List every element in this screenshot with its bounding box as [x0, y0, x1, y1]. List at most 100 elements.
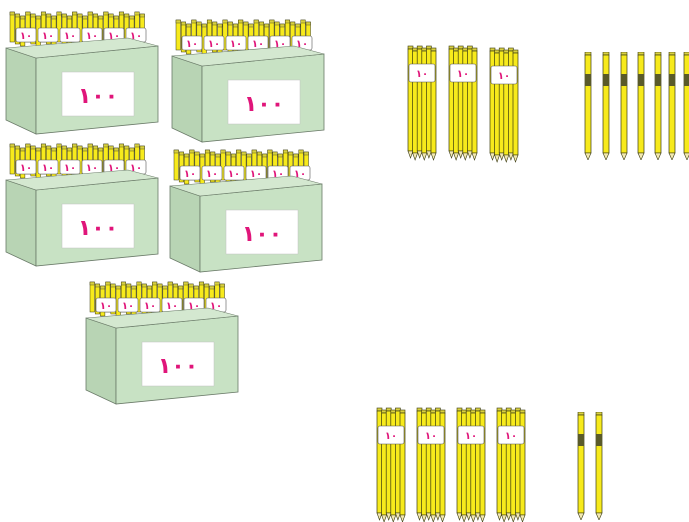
bundle-pencil [512, 49, 519, 163]
tens-bundle: ١٠ [414, 406, 448, 522]
bundle-pencil [407, 45, 414, 159]
tens-bundle: ١٠ [494, 406, 528, 522]
bundle-band: ١٠ [490, 65, 518, 85]
bundle-band: ١٠ [408, 63, 436, 83]
bundle-band-label: ١٠ [108, 31, 120, 42]
box-pencil [9, 143, 15, 175]
single-pencil [636, 51, 646, 161]
pencil-shape [683, 51, 689, 161]
bundle-band: ١٠ [223, 165, 245, 181]
box-label: ١٠٠ [242, 222, 282, 247]
bundle-band: ١٠ [245, 165, 267, 181]
box-rim [171, 45, 325, 67]
bundle-band-label: ١٠ [505, 431, 517, 442]
bundle-band-label: ١٠ [465, 431, 477, 442]
bundle-band-label: ١٠ [210, 301, 222, 312]
bundle-pencil [471, 47, 478, 161]
box-pencil [175, 19, 181, 51]
bundle-band-label: ١٠ [186, 39, 198, 50]
bundle-band: ١٠ [37, 27, 59, 43]
box-label-panel [225, 209, 299, 255]
bundle-band-label: ١٠ [416, 69, 428, 80]
bundle-band-label: ١٠ [144, 301, 156, 312]
box-rim [5, 37, 159, 59]
pencil-shape [620, 51, 628, 161]
bundle-band-label: ١٠ [20, 163, 32, 174]
bundle-band-label: ١٠ [250, 169, 262, 180]
box-rim [85, 307, 239, 329]
tens-bundle: ١٠ [487, 46, 521, 164]
bundle-band-label: ١٠ [42, 163, 54, 174]
box-rim [5, 169, 159, 191]
bundle-band: ١٠ [81, 27, 103, 43]
pencil-shape [584, 51, 592, 161]
single-pencil [594, 411, 604, 521]
pencil-shape [668, 51, 676, 161]
bundle-pencil [394, 407, 401, 521]
bundle-band: ١٠ [161, 297, 183, 313]
box-label: ١٠٠ [78, 84, 118, 109]
bundle-band: ١٠ [449, 63, 477, 83]
bundle-pencil [489, 47, 496, 161]
bundle-band: ١٠ [225, 35, 247, 51]
bundle-band-label: ١٠ [252, 39, 264, 50]
bundle-band: ١٠ [247, 35, 269, 51]
box-pencil [173, 149, 179, 181]
bundle-band-label: ١٠ [100, 301, 112, 312]
bundle-band: ١٠ [81, 159, 103, 175]
bundle-pencil [376, 407, 383, 521]
box-side [171, 55, 203, 143]
box-pencil [89, 281, 95, 313]
bundle-band-label: ١٠ [272, 169, 284, 180]
single-pencil [601, 51, 611, 161]
box-pencil [220, 149, 226, 181]
bundle-band-label: ١٠ [130, 31, 142, 42]
bundle-pencil [448, 45, 455, 159]
pencil-shape [595, 411, 603, 521]
pencil-band [578, 434, 584, 446]
box-label-panel [61, 203, 135, 249]
bundle-pencil [416, 407, 423, 521]
bundle-band-label: ١٠ [296, 39, 308, 50]
bundle-pencil [456, 407, 463, 521]
bundle-pencil [510, 409, 517, 522]
bundle-band-label: ١٠ [498, 71, 510, 82]
box-pencil [222, 19, 228, 51]
bundle-band: ١٠ [181, 35, 203, 51]
bundle-band-label: ١٠ [64, 163, 76, 174]
bundle-band: ١٠ [201, 165, 223, 181]
box-label: ١٠٠ [78, 216, 118, 241]
bundle-band: ١٠ [179, 165, 201, 181]
bundle-band: ١٠ [15, 159, 37, 175]
box-side [5, 179, 37, 267]
box-rim [169, 175, 323, 197]
pencil-band [655, 74, 661, 86]
tens-bundle: ١٠ [454, 406, 488, 522]
bundle-band-label: ١٠ [184, 169, 196, 180]
bundle-band: ١٠ [117, 297, 139, 313]
single-pencil [667, 51, 677, 161]
bundle-band-label: ١٠ [130, 163, 142, 174]
bundle-band-label: ١٠ [86, 31, 98, 42]
bundle-band-label: ١٠ [166, 301, 178, 312]
bundle-band-label: ١٠ [230, 39, 242, 50]
box-side [85, 317, 117, 405]
single-pencil [576, 411, 586, 521]
bundle-band: ١٠ [139, 297, 161, 313]
bundle-pencil [439, 409, 446, 522]
bundle-band-label: ١٠ [42, 31, 54, 42]
pencil-shape [654, 51, 662, 161]
bundle-band: ١٠ [37, 159, 59, 175]
bundle-band: ١٠ [59, 27, 81, 43]
box-label: ١٠٠ [158, 354, 198, 379]
bundle-pencil [474, 407, 481, 521]
box-pencil [136, 281, 142, 313]
single-pencil [583, 51, 593, 161]
bundle-band-label: ١٠ [108, 163, 120, 174]
bundle-pencil [519, 409, 526, 522]
pencil-band [603, 74, 609, 86]
